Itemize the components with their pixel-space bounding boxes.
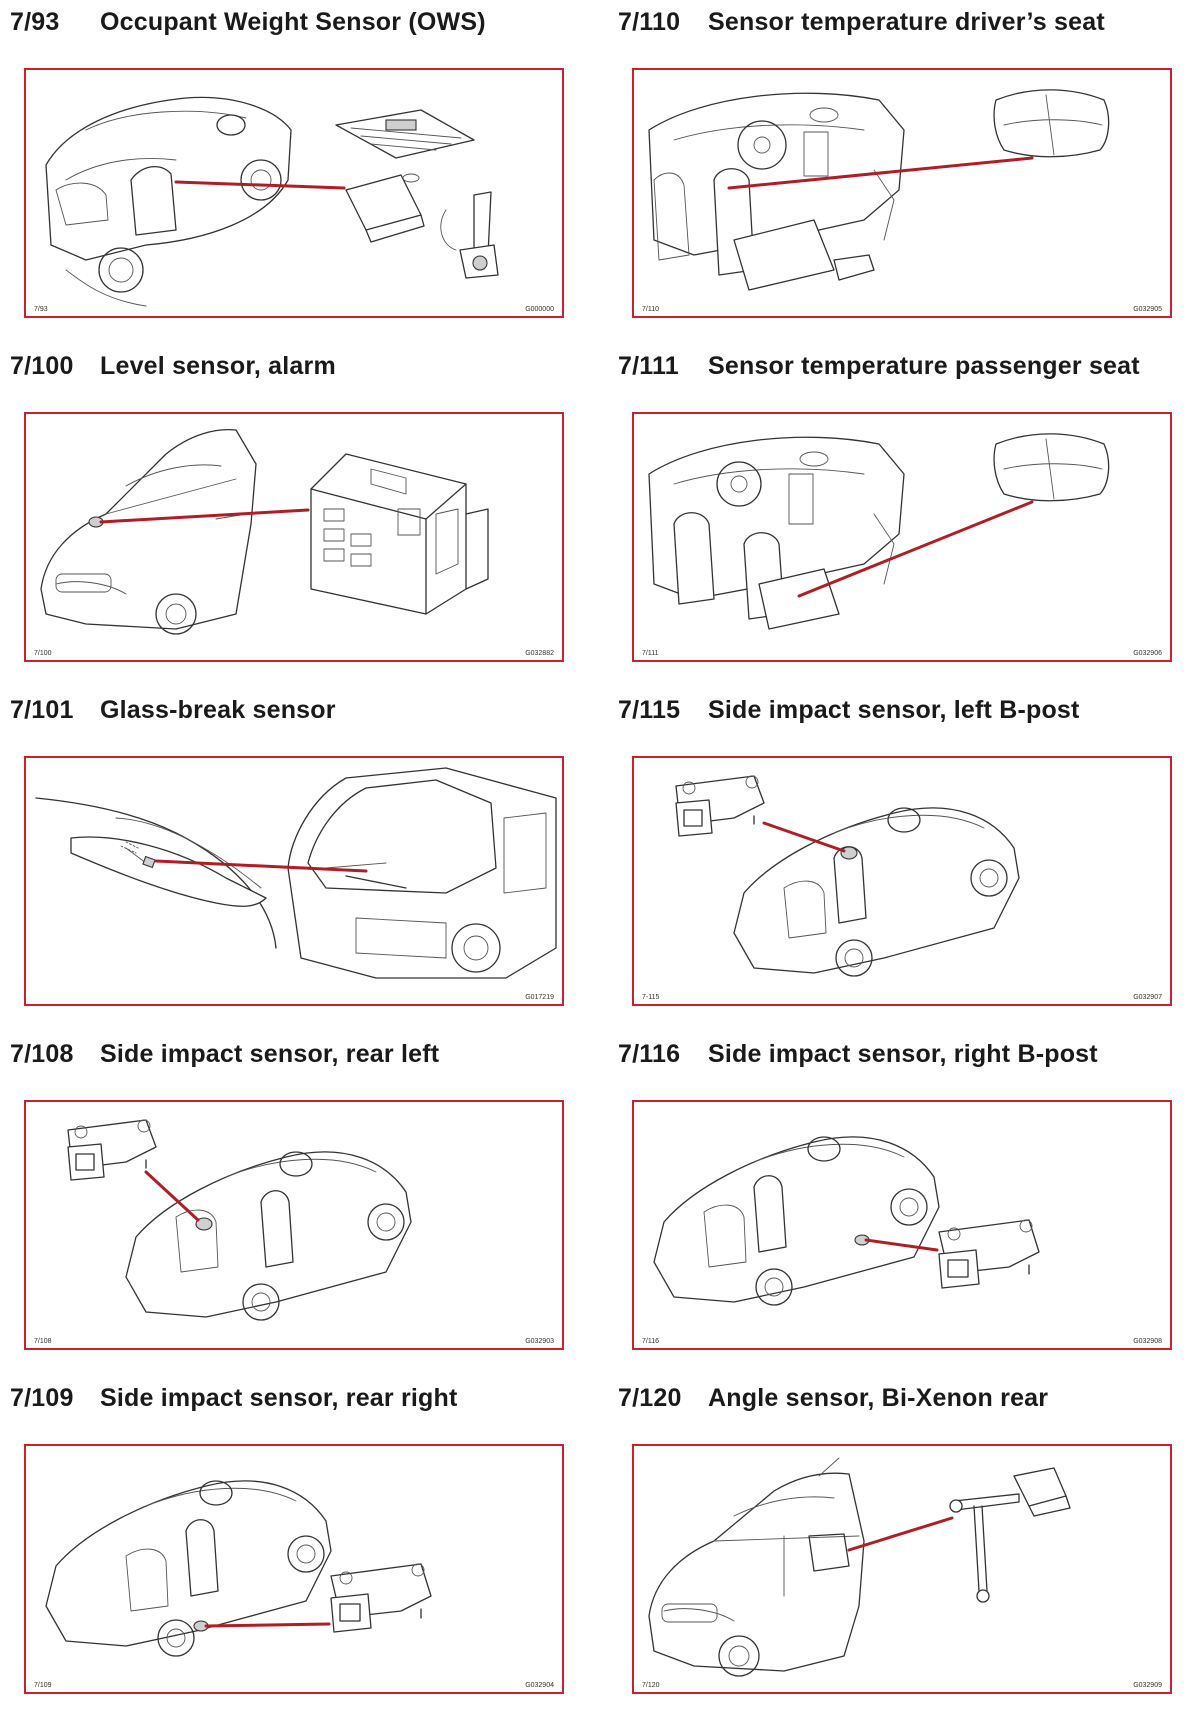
section-title: Angle sensor, Bi-Xenon rear	[708, 1384, 1049, 1412]
illustration-panel: 7/110 G032905	[632, 68, 1172, 318]
section-header: 7/108 Side impact sensor, rear left	[10, 1040, 580, 1080]
graphic-code: G032908	[1133, 1338, 1162, 1345]
car-rear-angle-sensor-illustration	[648, 1457, 1071, 1677]
section-occupant-weight-sensor: 7/93 Occupant Weight Sensor (OWS)	[10, 8, 580, 328]
graphic-code: G017219	[525, 994, 554, 1001]
dashboard-seat-illustration	[648, 89, 1110, 291]
illustration-panel: 7/108 G032903	[24, 1100, 564, 1350]
car-side-impact-illustration	[67, 1119, 412, 1321]
section-title: Side impact sensor, rear right	[100, 1384, 458, 1412]
panel-reference: 7-115	[642, 994, 660, 1001]
graphic-code: G032905	[1133, 306, 1162, 313]
section-title: Side impact sensor, right B-post	[708, 1040, 1098, 1068]
section-side-impact-sensor-rear-right: 7/109 Side impact sensor, rear right	[10, 1384, 580, 1704]
section-code: 7/110	[618, 8, 681, 36]
section-code: 7/101	[10, 696, 74, 724]
section-header: 7/115 Side impact sensor, left B-post	[618, 696, 1188, 736]
section-driver-seat-temperature-sensor: 7/110 Sensor temperature driver’s seat	[618, 8, 1188, 328]
section-angle-sensor-bi-xenon-rear: 7/120 Angle sensor, Bi-Xenon rear	[618, 1384, 1188, 1704]
section-header: 7/110 Sensor temperature driver’s seat	[618, 8, 1188, 48]
illustration-panel: 7/120 G032909	[632, 1444, 1172, 1694]
panel-reference: 7/116	[642, 1338, 659, 1345]
section-code: 7/120	[618, 1384, 682, 1412]
illustration-panel: 7/111 G032906	[632, 412, 1172, 662]
section-code: 7/111	[618, 352, 679, 380]
car-side-impact-illustration	[675, 775, 1020, 977]
graphic-code: G032909	[1133, 1682, 1162, 1689]
section-title: Side impact sensor, rear left	[100, 1040, 440, 1068]
panel-reference: 7/109	[34, 1682, 52, 1689]
illustration-panel: 7/116 G032908	[632, 1100, 1172, 1350]
illustration-panel: 7/109 G032904	[24, 1444, 564, 1694]
section-title: Sensor temperature passenger seat	[708, 352, 1140, 380]
section-title: Occupant Weight Sensor (OWS)	[100, 8, 486, 36]
graphic-code: G032903	[525, 1338, 554, 1345]
section-header: 7/93 Occupant Weight Sensor (OWS)	[10, 8, 580, 48]
car-side-impact-illustration	[45, 1480, 432, 1657]
section-title: Sensor temperature driver’s seat	[708, 8, 1105, 36]
section-code: 7/100	[10, 352, 74, 380]
section-side-impact-sensor-right-b-post: 7/116 Side impact sensor, right B-post	[618, 1040, 1188, 1360]
section-level-sensor-alarm: 7/100 Level sensor, alarm	[10, 352, 580, 672]
car-interior-seat-illustration	[45, 96, 499, 307]
illustration-panel: 7/93 G000000	[24, 68, 564, 318]
section-title: Level sensor, alarm	[100, 352, 336, 380]
section-header: 7/111 Sensor temperature passenger seat	[618, 352, 1188, 392]
section-code: 7/109	[10, 1384, 74, 1412]
section-header: 7/109 Side impact sensor, rear right	[10, 1384, 580, 1424]
section-code: 7/93	[10, 8, 60, 36]
graphic-code: G032882	[525, 650, 554, 657]
section-header: 7/100 Level sensor, alarm	[10, 352, 580, 392]
car-front-sensor-illustration	[40, 428, 489, 635]
section-code: 7/115	[618, 696, 681, 724]
section-header: 7/120 Angle sensor, Bi-Xenon rear	[618, 1384, 1188, 1424]
section-code: 7/116	[618, 1040, 681, 1068]
dashboard-seat-illustration	[648, 433, 1110, 630]
panel-reference: 7/110	[642, 306, 659, 313]
section-glass-break-sensor: 7/101 Glass-break sensor	[10, 696, 580, 1016]
graphic-code: G032904	[525, 1682, 554, 1689]
section-header: 7/101 Glass-break sensor	[10, 696, 580, 736]
graphic-code: G032907	[1133, 994, 1162, 1001]
graphic-code: G000000	[525, 306, 554, 313]
panel-reference: 7/111	[642, 650, 659, 657]
graphic-code: G032906	[1133, 650, 1162, 657]
section-title: Glass-break sensor	[100, 696, 336, 724]
section-title: Side impact sensor, left B-post	[708, 696, 1080, 724]
hatchback-rear-window-illustration	[35, 767, 557, 979]
section-side-impact-sensor-rear-left: 7/108 Side impact sensor, rear left	[10, 1040, 580, 1360]
illustration-panel: G017219	[24, 756, 564, 1006]
illustration-panel: 7-115 G032907	[632, 756, 1172, 1006]
panel-reference: 7/120	[642, 1682, 660, 1689]
section-side-impact-sensor-left-b-post: 7/115 Side impact sensor, left B-post	[618, 696, 1188, 1016]
car-side-impact-illustration	[653, 1136, 1040, 1306]
panel-reference: 7/100	[34, 650, 52, 657]
section-code: 7/108	[10, 1040, 74, 1068]
panel-reference: 7/93	[34, 306, 48, 313]
section-header: 7/116 Side impact sensor, right B-post	[618, 1040, 1188, 1080]
section-passenger-seat-temperature-sensor: 7/111 Sensor temperature passenger seat	[618, 352, 1188, 672]
panel-reference: 7/108	[34, 1338, 52, 1345]
illustration-panel: 7/100 G032882	[24, 412, 564, 662]
